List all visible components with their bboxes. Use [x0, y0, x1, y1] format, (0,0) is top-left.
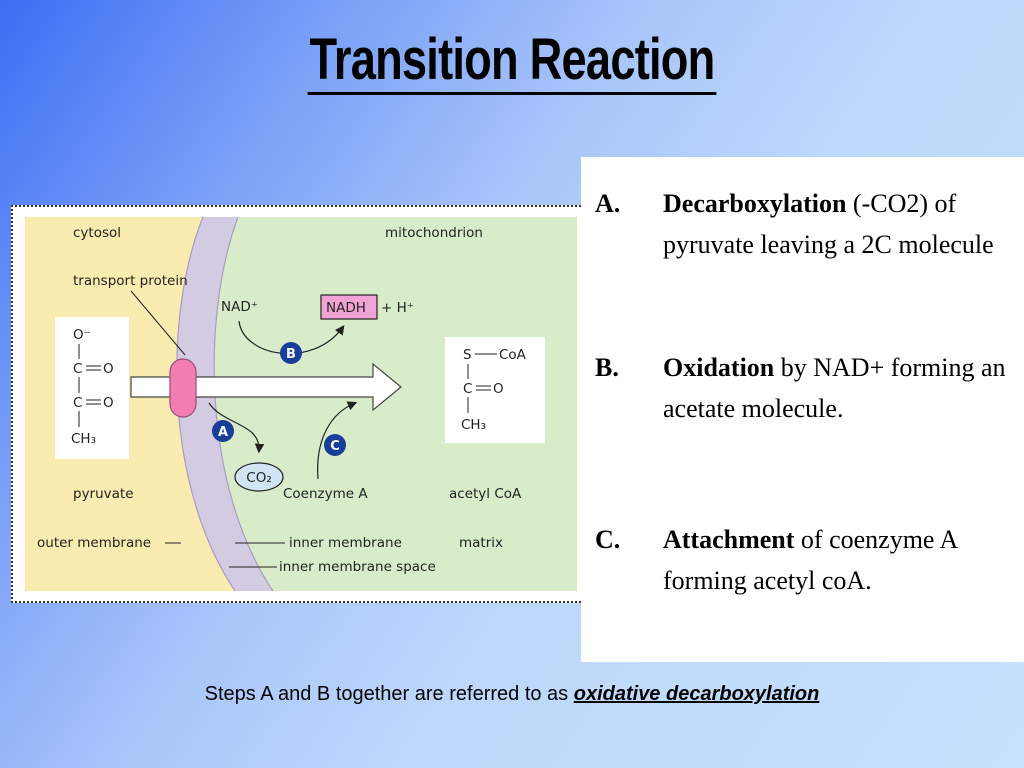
step-c-letter: C [330, 439, 340, 454]
co2-label: CO₂ [246, 470, 271, 486]
acetyl-o: O [493, 381, 504, 397]
acetyl-coa-label: acetyl CoA [449, 486, 522, 502]
membrane-band [176, 217, 273, 591]
cytosol-label: cytosol [73, 225, 121, 241]
nadh-box [320, 294, 378, 320]
footer-prefix: Steps A and B together are referred to a… [204, 683, 574, 705]
co2-bubble [234, 462, 284, 492]
slide-title-text: Transition Reaction [307, 27, 717, 95]
step-c-arrow [317, 401, 358, 480]
step-b-item: B. Oxidation by NAD+ forming an acetate … [595, 347, 1015, 429]
step-b-badge [280, 342, 302, 364]
pyruvate-structure-box [55, 317, 129, 459]
slide-title: Transition Reaction [113, 26, 912, 95]
footer-note: Steps A and B together are referred to a… [0, 683, 1024, 706]
step-b-description: by NAD+ forming an acetate molecule. [663, 353, 1006, 423]
nadh-label: NADH [326, 300, 366, 316]
step-a-marker: A. [595, 189, 621, 218]
h-plus-label: + H⁺ [381, 300, 414, 316]
inner-membrane-line [213, 216, 274, 592]
pyruvate-o-minus: O⁻ [73, 327, 91, 343]
step-c-badge [324, 434, 346, 456]
step-c-item: C. Attachment of coenzyme A forming acet… [595, 519, 1015, 601]
step-c-marker: C. [595, 525, 621, 554]
step-a-arrow [208, 402, 265, 454]
step-a-term: Decarboxylation [663, 189, 847, 218]
pyruvate-c2: C [73, 395, 82, 411]
step-a-description: (-CO2) of pyruvate leaving a 2C molecule [663, 189, 994, 259]
step-b-term: Oxidation [663, 353, 775, 382]
pyruvate-o1: O [103, 361, 114, 377]
transport-protein-leader [130, 290, 186, 356]
acetyl-c: C [463, 381, 472, 397]
acetyl-ch3: CH₃ [461, 417, 486, 433]
inner-membrane-space-label: inner membrane space [279, 559, 436, 575]
coenzyme-a-label: Coenzyme A [283, 486, 368, 502]
acetyl-coa-group: CoA [499, 347, 527, 363]
step-c-description: of coenzyme A forming acetyl coA. [663, 525, 957, 595]
pyruvate-c1: C [73, 361, 82, 377]
pyruvate-label: pyruvate [73, 486, 134, 502]
acetyl-s: S [463, 347, 472, 363]
matrix-label: matrix [459, 535, 503, 551]
pyruvate-ch3: CH₃ [71, 431, 96, 447]
transport-protein [169, 358, 197, 418]
step-b-marker: B. [595, 353, 619, 382]
nad-label: NAD⁺ [221, 299, 258, 315]
inner-membrane-label: inner membrane [289, 535, 402, 551]
matrix-region [214, 217, 577, 591]
outer-membrane-label: outer membrane [37, 535, 151, 551]
step-a-item: A. Decarboxylation (-CO2) of pyruvate le… [595, 183, 1015, 265]
acetyl-structure-box [445, 337, 545, 443]
step-b-letter: B [286, 347, 296, 362]
steps-panel: A. Decarboxylation (-CO2) of pyruvate le… [581, 157, 1024, 662]
transition-reaction-diagram: cytosol mitochondrion transport protein … [25, 216, 577, 592]
step-c-term: Attachment [663, 525, 795, 554]
pyruvate-o2: O [103, 395, 114, 411]
diagram-frame: cytosol mitochondrion transport protein … [11, 205, 585, 603]
mitochondrion-label: mitochondrion [385, 225, 483, 241]
footer-emphasis: oxidative decarboxylation [573, 683, 820, 705]
step-a-letter: A [218, 425, 228, 440]
transport-protein-label: transport protein [73, 273, 188, 289]
step-a-badge [212, 420, 234, 442]
